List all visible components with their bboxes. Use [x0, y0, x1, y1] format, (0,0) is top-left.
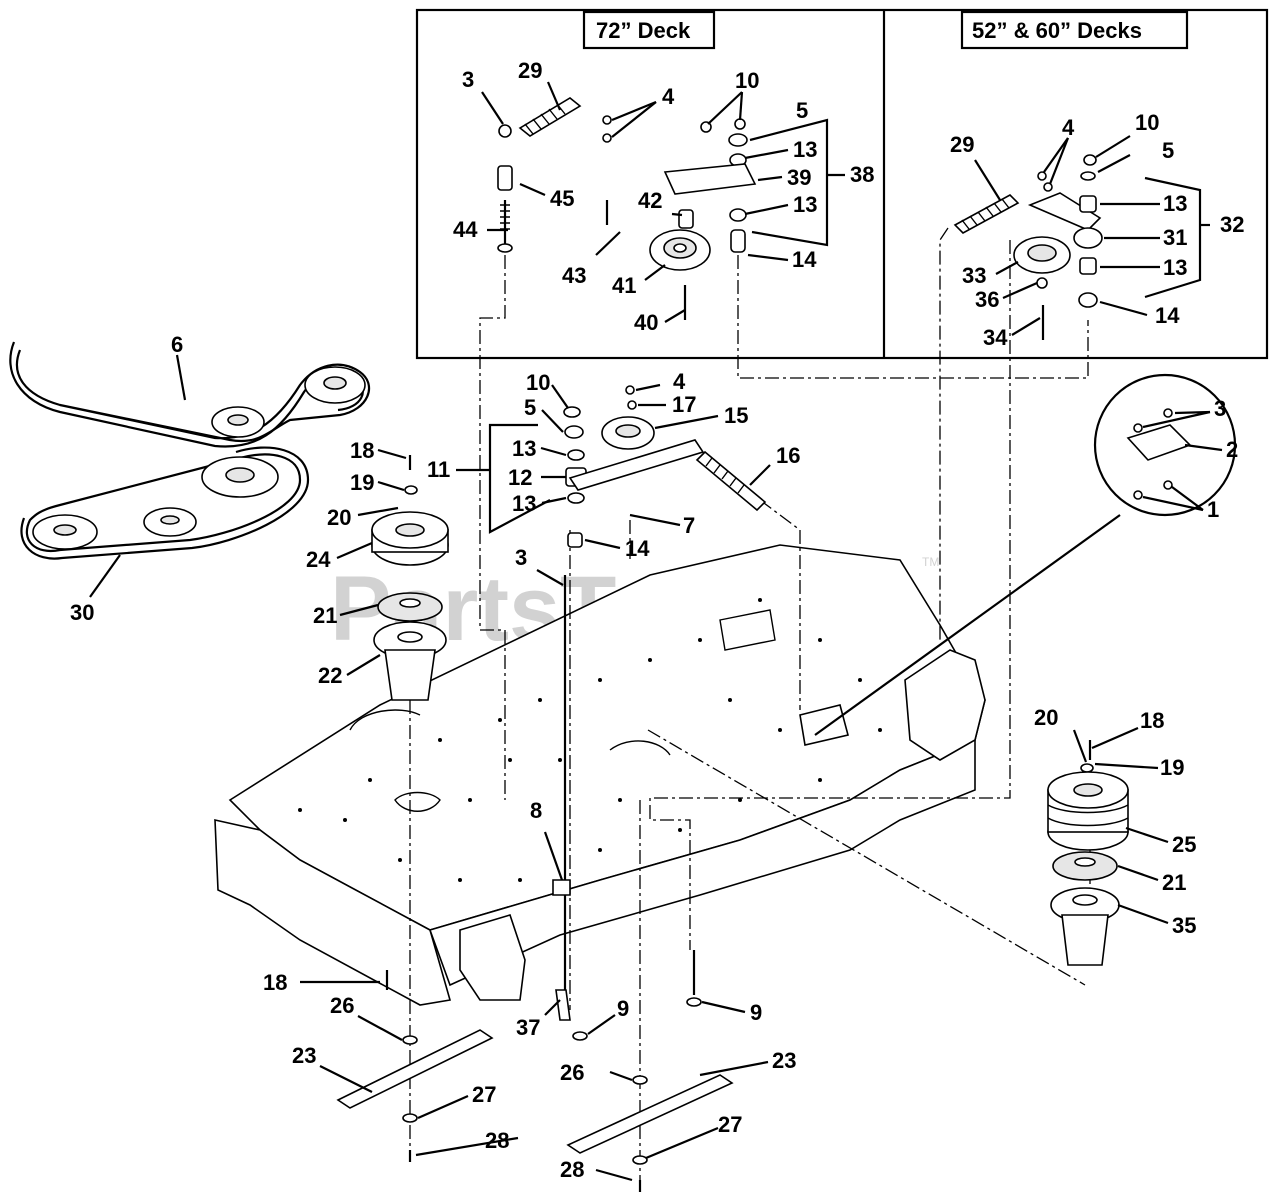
callout-29-52: 29 — [950, 132, 974, 157]
callout-9a: 9 — [617, 996, 629, 1021]
callout-41: 41 — [612, 273, 636, 298]
callout-14-52: 14 — [1155, 303, 1180, 328]
callout-10-72: 10 — [735, 68, 759, 93]
callout-35: 35 — [1172, 913, 1196, 938]
callout-12: 12 — [508, 465, 532, 490]
callout-34: 34 — [983, 325, 1008, 350]
center-idler-assembly — [563, 385, 767, 1000]
callout-10-m: 10 — [526, 370, 550, 395]
callout-4-72: 4 — [662, 84, 675, 109]
callout-28b: 28 — [560, 1157, 584, 1182]
callout-20b: 20 — [1034, 705, 1058, 730]
callout-5-52: 5 — [1162, 138, 1174, 163]
watermark-tm: TM — [922, 555, 939, 569]
callout-3-m: 3 — [515, 545, 527, 570]
callout-13b-m: 13 — [512, 491, 536, 516]
callout-14-m: 14 — [625, 536, 650, 561]
callout-36: 36 — [975, 287, 999, 312]
callout-19a: 19 — [350, 470, 374, 495]
callout-29-72: 29 — [518, 58, 542, 83]
callout-45: 45 — [550, 186, 574, 211]
callout-10-52: 10 — [1135, 110, 1159, 135]
callout-20a: 20 — [327, 505, 351, 530]
belts — [9, 341, 371, 560]
callout-21b: 21 — [1162, 870, 1186, 895]
callout-4-52: 4 — [1062, 115, 1075, 140]
callout-7: 7 — [683, 513, 695, 538]
callout-23a: 23 — [292, 1043, 316, 1068]
callout-25: 25 — [1172, 832, 1196, 857]
callout-27b: 27 — [718, 1112, 742, 1137]
callout-11: 11 — [427, 457, 450, 482]
callout-14-72: 14 — [792, 247, 817, 272]
callout-24: 24 — [306, 547, 331, 572]
callout-13b-52: 13 — [1163, 255, 1187, 280]
callout-4-m: 4 — [673, 369, 686, 394]
callout-21a: 21 — [313, 603, 337, 628]
callout-39: 39 — [787, 165, 811, 190]
callout-37: 37 — [516, 1015, 540, 1040]
callout-33: 33 — [962, 263, 986, 288]
callout-13a-52: 13 — [1163, 191, 1187, 216]
callout-38: 38 — [850, 162, 874, 187]
callout-44: 44 — [453, 217, 478, 242]
callout-18b: 18 — [1140, 708, 1164, 733]
callout-6: 6 — [171, 332, 183, 357]
callout-42: 42 — [638, 188, 662, 213]
callout-9b: 9 — [750, 1000, 762, 1025]
callout-3-detail: 3 — [1214, 396, 1226, 421]
callout-18a: 18 — [350, 438, 374, 463]
callout-27a: 27 — [472, 1082, 496, 1107]
callout-15: 15 — [724, 403, 748, 428]
mower-deck — [214, 544, 986, 1006]
callout-23b: 23 — [772, 1048, 796, 1073]
callout-26a: 26 — [330, 993, 354, 1018]
callout-13a-72: 13 — [793, 137, 817, 162]
deck72-idler-assembly — [497, 97, 757, 320]
callout-18c: 18 — [263, 970, 287, 995]
callout-labels: 1 2 3 3 29 4 10 5 13 38 39 13 42 45 44 4… — [70, 58, 1244, 1182]
callout-5-m: 5 — [524, 395, 536, 420]
callout-26b: 26 — [560, 1060, 584, 1085]
callout-5-72: 5 — [796, 98, 808, 123]
callout-30: 30 — [70, 600, 94, 625]
callout-13a-m: 13 — [512, 436, 536, 461]
deck72-title: 72” Deck — [596, 18, 691, 43]
callout-32: 32 — [1220, 212, 1244, 237]
callout-19b: 19 — [1160, 755, 1184, 780]
callout-28a: 28 — [485, 1128, 509, 1153]
callout-1: 1 — [1207, 497, 1219, 522]
right-spindle — [1047, 740, 1129, 966]
callout-40: 40 — [634, 310, 658, 335]
deck52-60-idler-assembly — [953, 154, 1103, 340]
detail-circle — [814, 373, 1237, 736]
callout-13b-72: 13 — [793, 192, 817, 217]
callout-3-72: 3 — [462, 67, 474, 92]
callout-16: 16 — [776, 443, 800, 468]
blades — [336, 879, 734, 1192]
left-spindle — [371, 455, 449, 701]
callout-8: 8 — [530, 798, 542, 823]
deck-holes — [298, 598, 882, 882]
assembly-lines — [409, 227, 1091, 1180]
inset-boxes — [415, 8, 1269, 360]
callout-22: 22 — [318, 663, 342, 688]
leader-lines — [89, 81, 1223, 1182]
callout-43: 43 — [562, 263, 586, 288]
callout-2: 2 — [1226, 437, 1238, 462]
callout-31: 31 — [1163, 225, 1187, 250]
deck52-60-title: 52” & 60” Decks — [972, 18, 1142, 43]
callout-17: 17 — [672, 392, 696, 417]
